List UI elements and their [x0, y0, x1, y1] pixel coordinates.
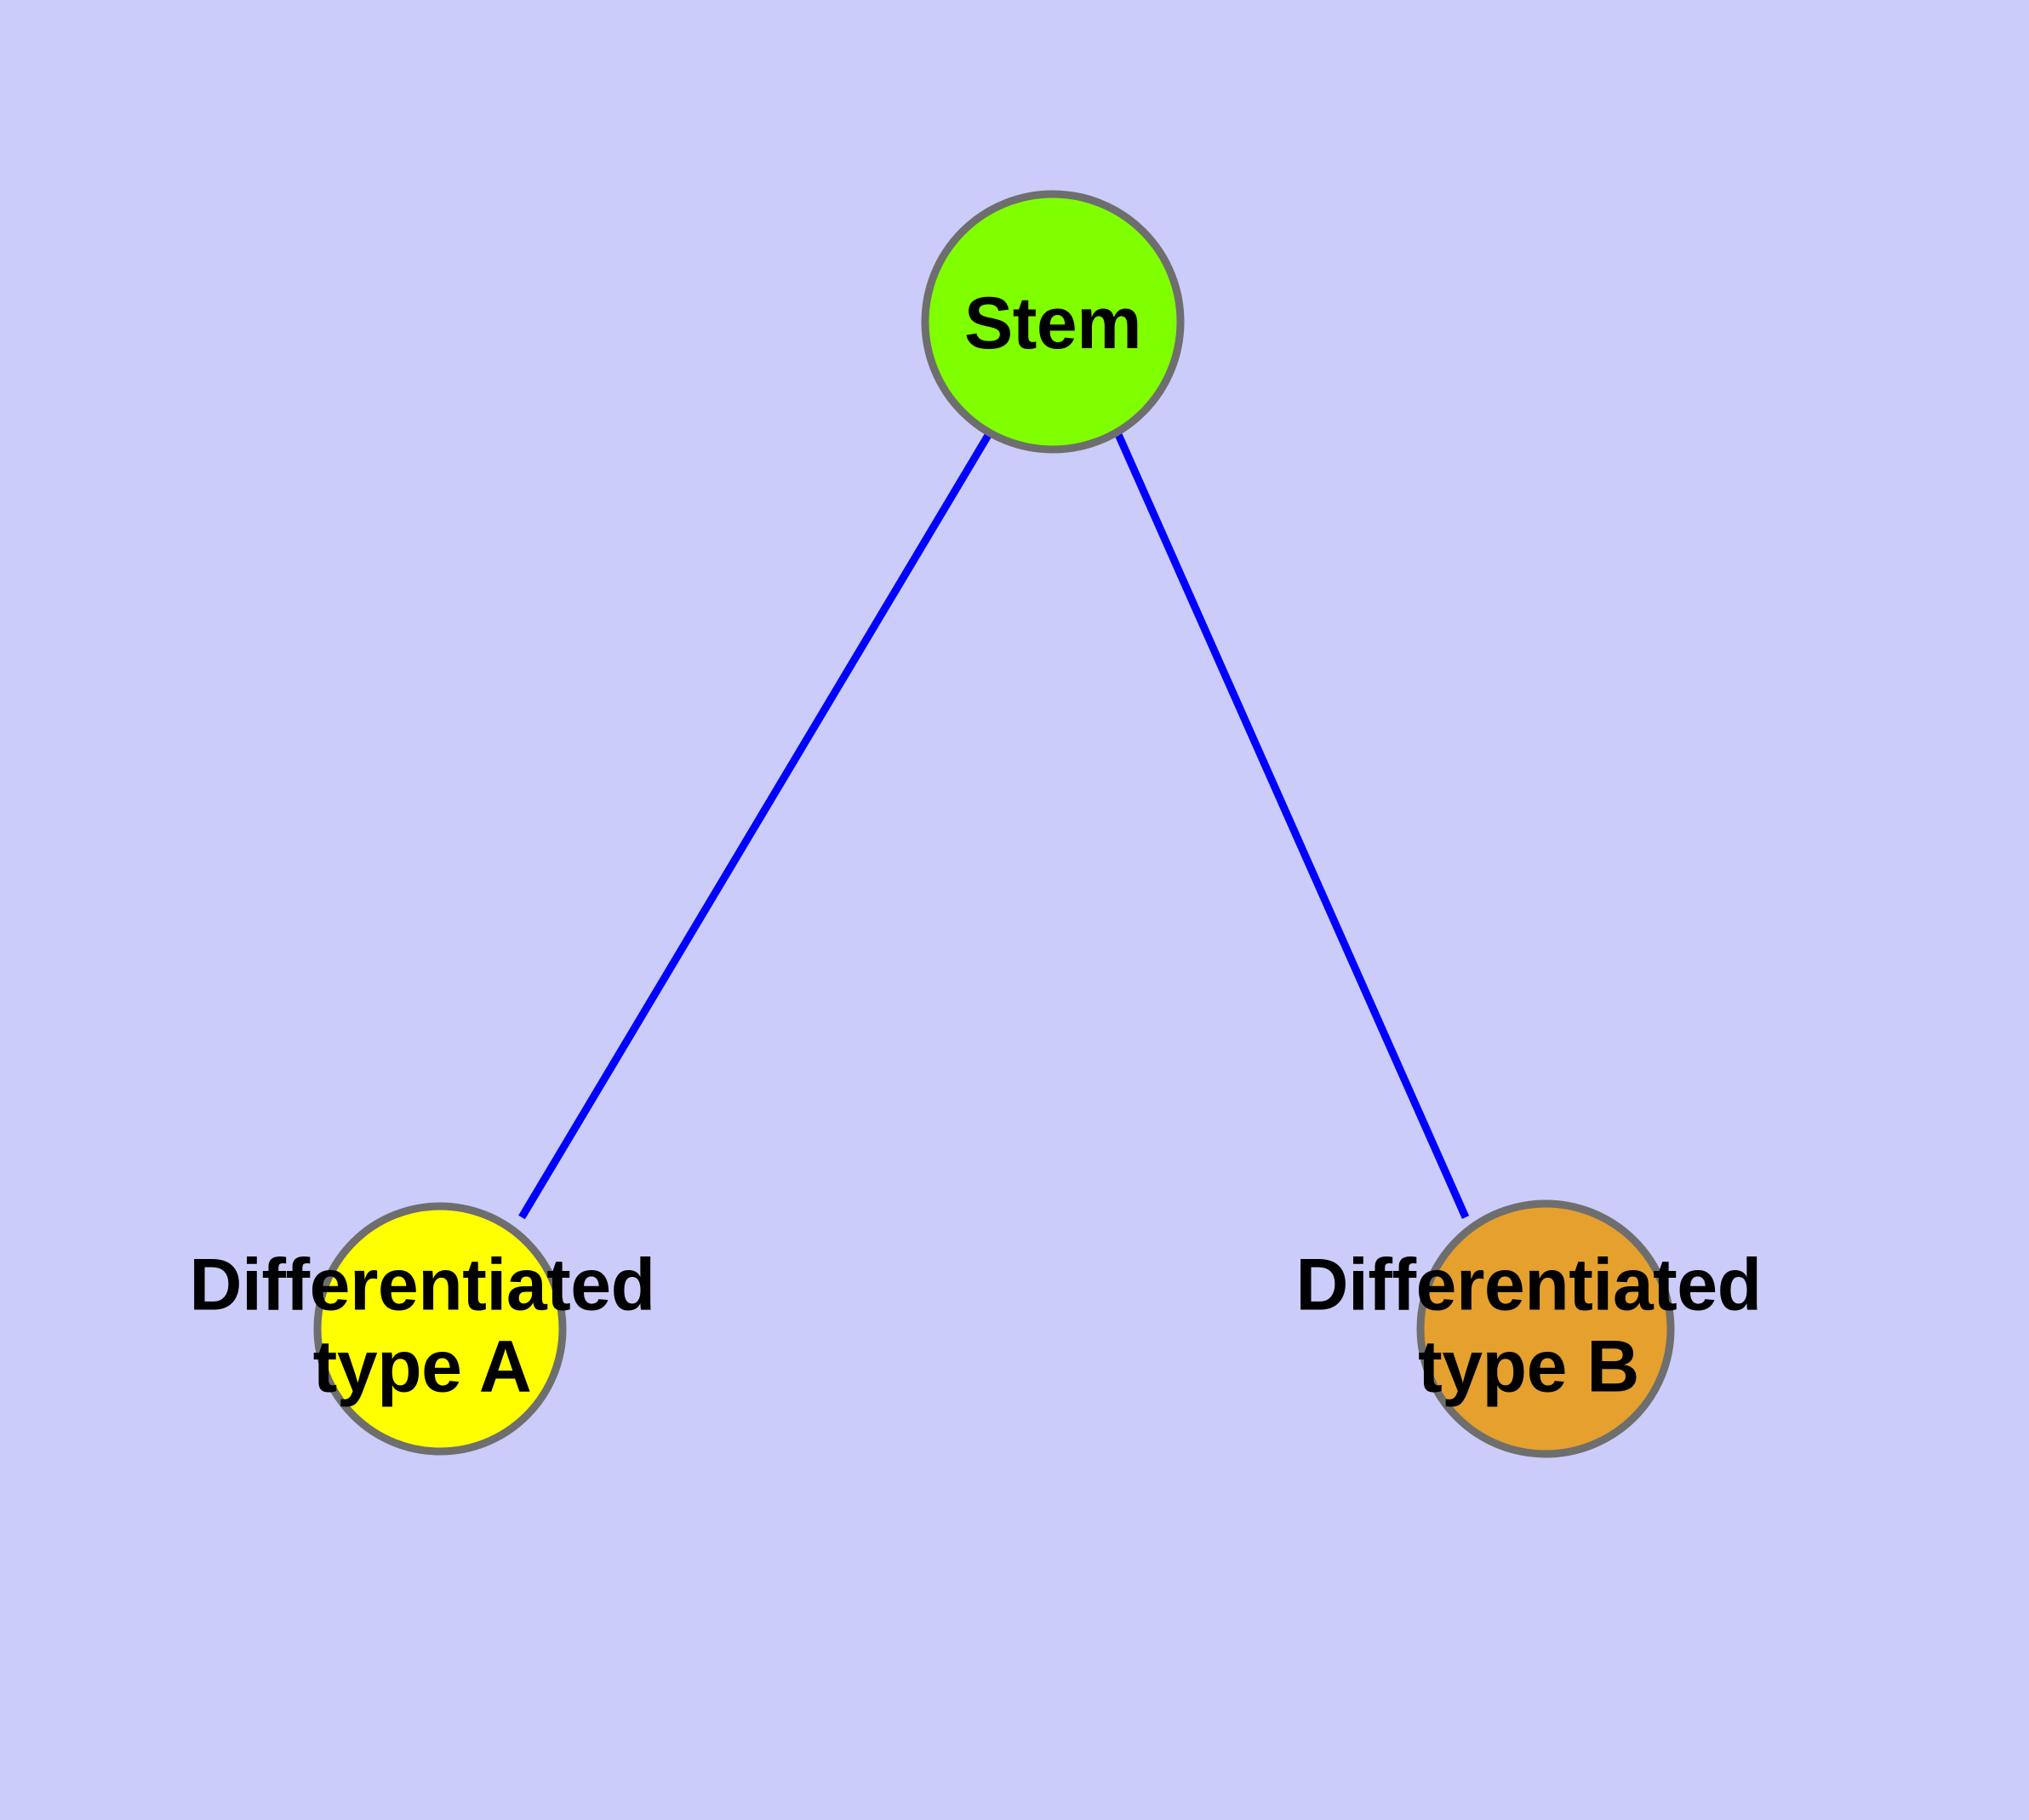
node-stem[interactable]	[921, 190, 1185, 454]
node-differentiated-type-a[interactable]	[313, 1202, 567, 1456]
edge-stem-to-differentiated-type-b[interactable]	[1113, 431, 1470, 1219]
edge-layer	[518, 430, 1470, 1220]
node-layer	[313, 190, 1675, 1458]
edge-stem-to-differentiated-type-a[interactable]	[518, 430, 993, 1220]
node-differentiated-type-b[interactable]	[1416, 1199, 1675, 1458]
